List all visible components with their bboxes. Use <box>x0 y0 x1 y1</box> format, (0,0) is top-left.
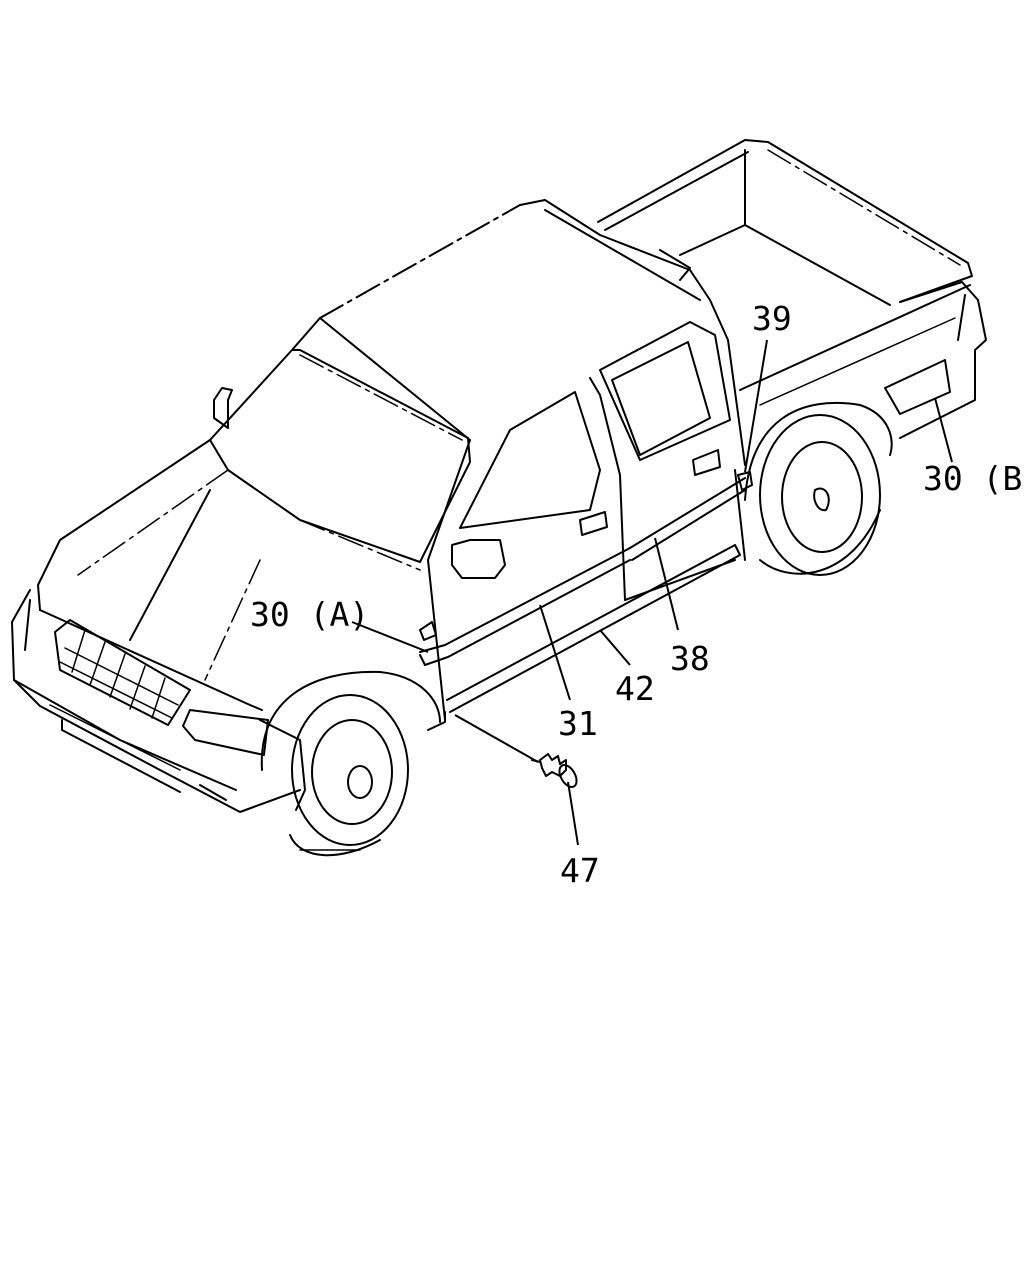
leader-lines <box>351 339 953 846</box>
leader-42 <box>599 629 631 666</box>
cargo-bed <box>597 139 987 439</box>
leader-47a <box>454 714 539 763</box>
callout-42: 42 <box>615 669 655 708</box>
leader-38 <box>654 537 679 631</box>
rear-wheel <box>744 401 893 576</box>
rocker-panel <box>427 544 741 731</box>
windshield <box>209 349 471 563</box>
side-molding <box>419 471 753 666</box>
front-door <box>419 377 626 721</box>
front-wheel <box>260 670 441 857</box>
leader-39 <box>744 339 768 473</box>
callout-30b: 30 (B) <box>923 459 1024 498</box>
leader-31 <box>539 604 571 701</box>
callout-30a: 30 (A) <box>250 595 369 634</box>
callout-31: 31 <box>558 704 598 743</box>
hood <box>37 387 421 711</box>
callout-39: 39 <box>752 299 792 338</box>
leader-47b <box>567 781 579 846</box>
pickup-truck-outline <box>11 139 987 857</box>
leader-30b <box>934 397 953 463</box>
screw-part-47 <box>531 753 578 788</box>
leader-30a <box>351 621 429 653</box>
callout-47: 47 <box>560 851 600 890</box>
callout-38: 38 <box>670 639 710 678</box>
callout-labels: 39 30 (B) 30 (A) 38 42 31 47 <box>250 299 1024 890</box>
cab-roof <box>291 199 746 466</box>
front-end <box>11 589 306 813</box>
rear-door <box>599 321 746 601</box>
